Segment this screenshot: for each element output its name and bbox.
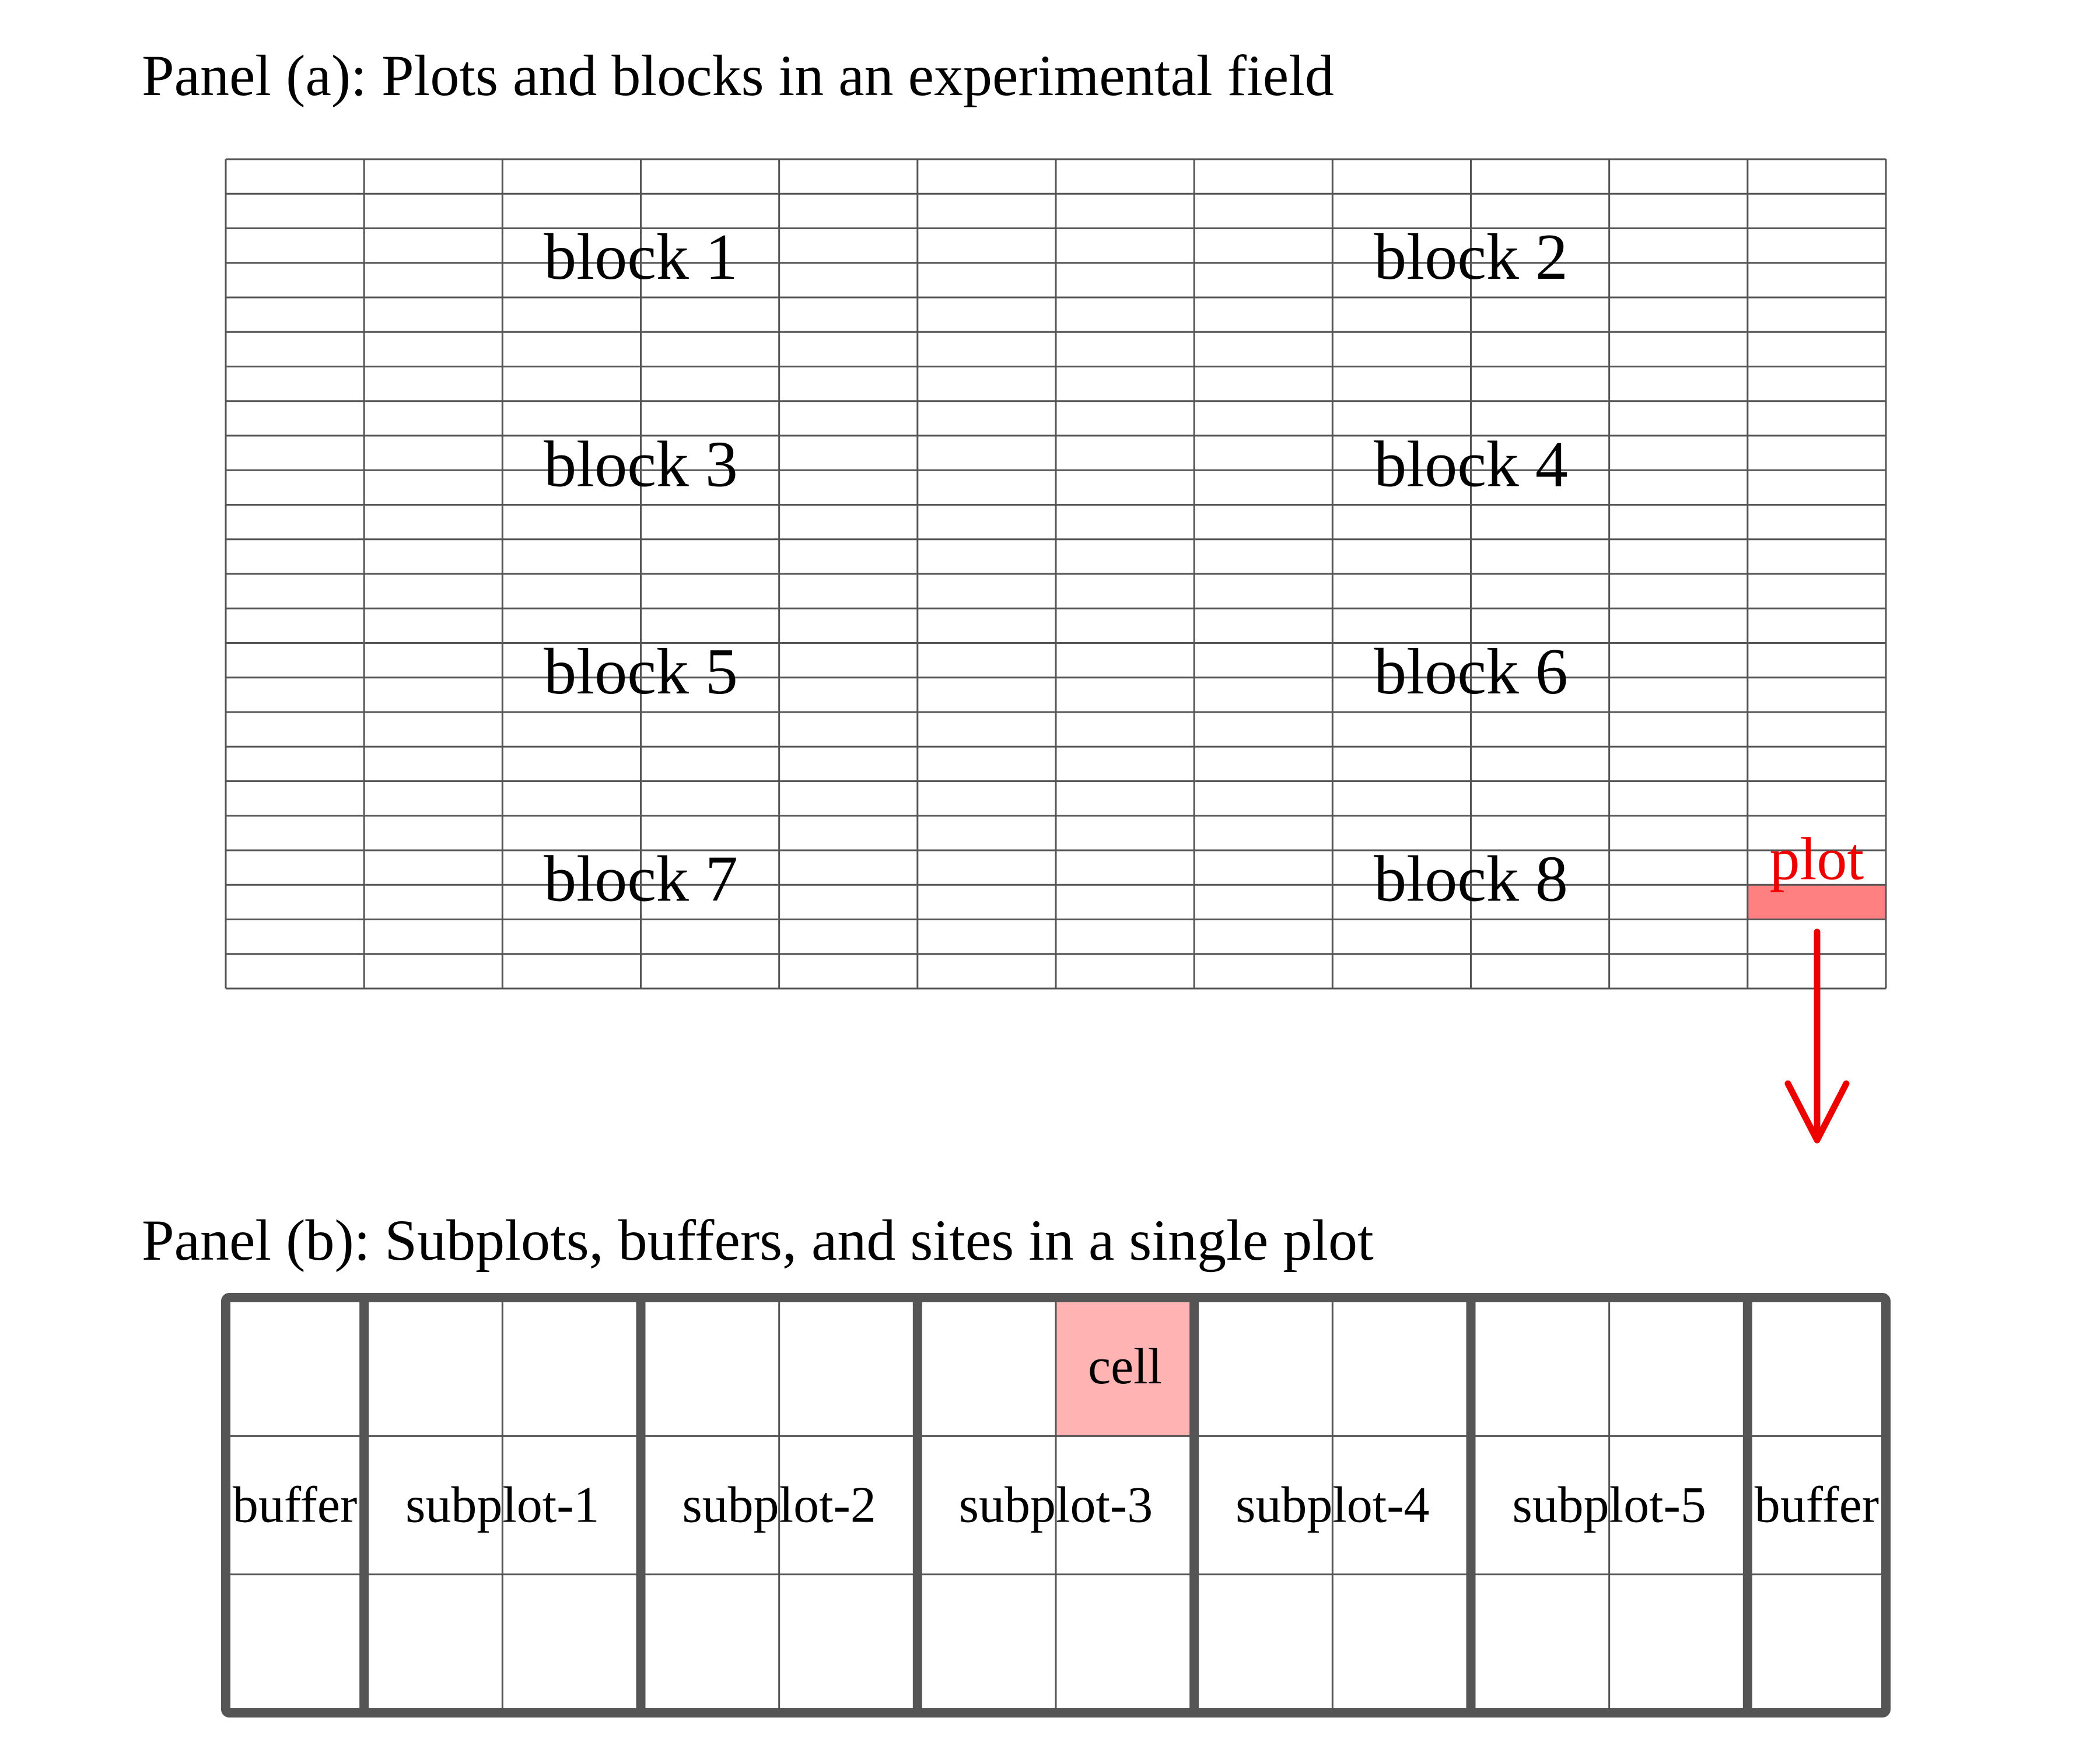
subplot-label: subplot-2 xyxy=(682,1477,876,1534)
plot-highlight xyxy=(1747,885,1886,920)
buffer-label: buffer xyxy=(233,1477,357,1534)
block-label: block 5 xyxy=(544,636,738,708)
block-label: block 8 xyxy=(1374,843,1568,915)
block-label: block 3 xyxy=(544,428,738,500)
plot-outline xyxy=(221,1293,1891,1718)
cell-highlight xyxy=(1056,1298,1195,1436)
buffer-label: buffer xyxy=(1755,1477,1879,1534)
block-label: block 2 xyxy=(1374,221,1568,293)
block-label: block 4 xyxy=(1374,428,1568,500)
subplot-label: subplot-1 xyxy=(405,1477,599,1534)
field-grid: block 1 block 2 block 3 block 4 block 5 block… xyxy=(225,158,1887,990)
subplot-label: subplot-4 xyxy=(1236,1477,1429,1534)
plot-label: plot xyxy=(1770,825,1864,892)
subplot-label: subplot-5 xyxy=(1512,1477,1706,1534)
panel-a-title: Panel (a): Plots and blocks in an experi… xyxy=(142,43,1334,108)
cell-label: cell xyxy=(1088,1338,1162,1395)
down-arrow-icon xyxy=(1784,928,1850,1144)
plot-grid: cell buffer subplot-1 subplot-2 subplot-3 sub… xyxy=(221,1293,1891,1718)
subplot-label: subplot-3 xyxy=(959,1477,1153,1534)
block-label: block 1 xyxy=(544,221,738,293)
panel-b-title: Panel (b): Subplots, buffers, and sites … xyxy=(142,1208,1374,1273)
block-label: block 7 xyxy=(544,843,738,915)
block-label: block 6 xyxy=(1374,636,1568,708)
